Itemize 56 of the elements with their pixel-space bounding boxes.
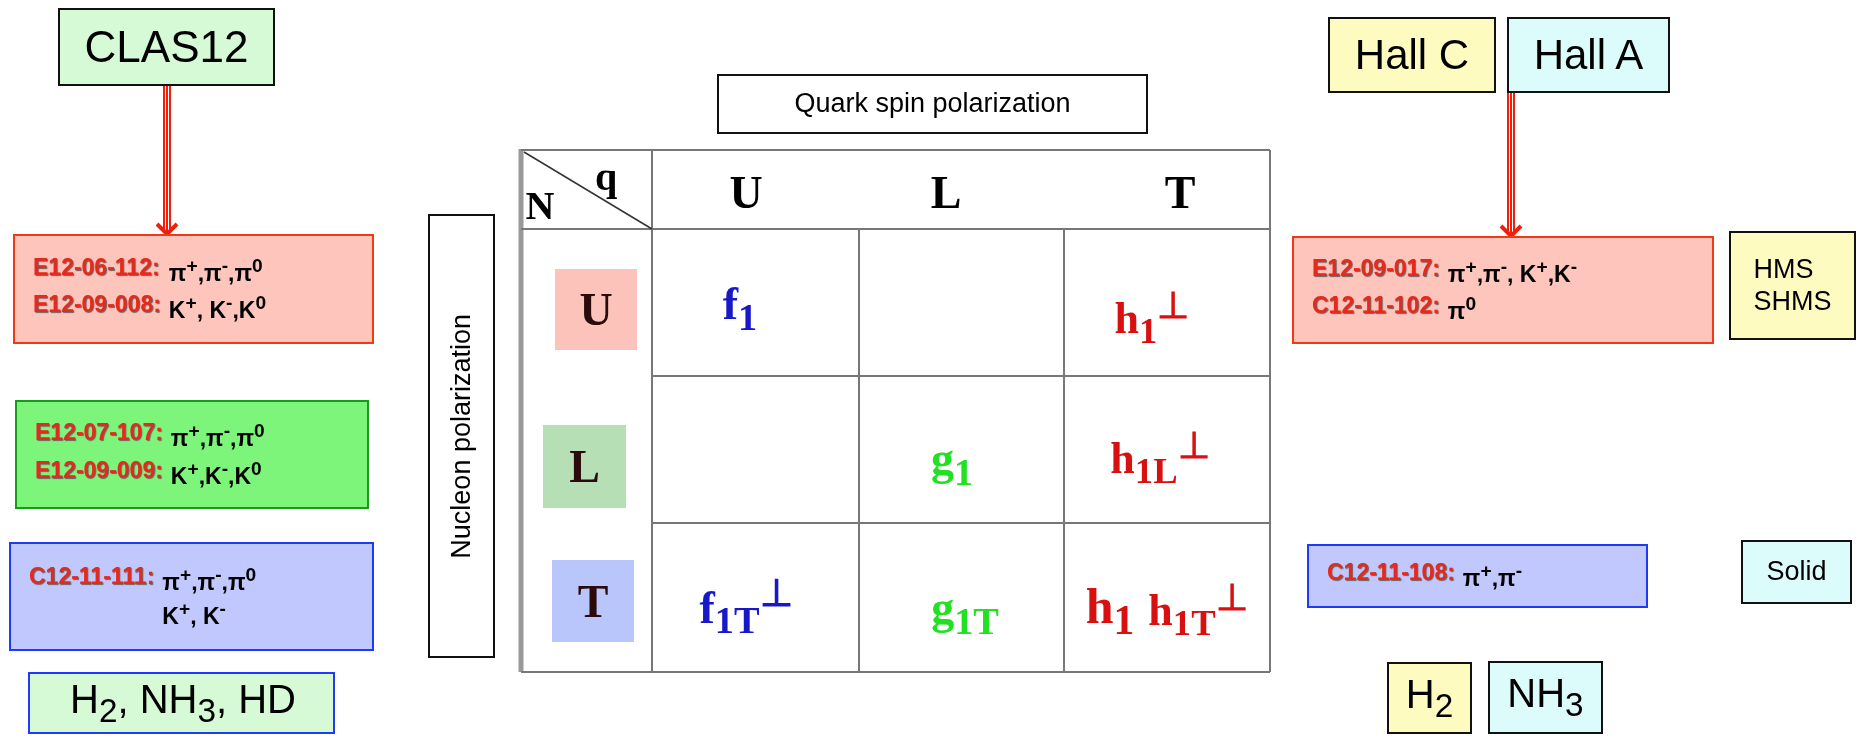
experiment-number: E12-09-017: xyxy=(1312,254,1440,282)
experiment-box xyxy=(1292,236,1714,344)
particle-list: π$^{+}$,π$^{-}$,π$^{0}$ xyxy=(168,253,267,287)
particle-list: π$^{+}$,π$^{-}$,π$^{0}$ xyxy=(170,419,265,453)
experiment-box xyxy=(13,234,374,344)
particle-list: π$^{0}$ xyxy=(1447,292,1577,326)
row-heading: U xyxy=(579,283,613,336)
polarization-square xyxy=(552,560,634,642)
particle-list: π$^{+}$,π$^{-}$,π$^{0}$ K$^{+}$, K$^{-}$ xyxy=(162,563,281,630)
label-box xyxy=(1507,17,1670,93)
row-heading: T xyxy=(577,574,609,628)
experiment-box xyxy=(15,400,369,509)
experiment-number: E12-07-107: xyxy=(35,419,163,447)
particle-list: π$^{+}$,π$^{-}$, K$^{+}$,K$^{-}$ xyxy=(1447,254,1577,288)
label-box xyxy=(1328,17,1496,93)
node-text: Solid xyxy=(1766,556,1827,588)
experiment-number: E12-09-008: xyxy=(33,291,161,318)
particle-list: K$^{+}$,K$^{-}$,K$^{0}$ xyxy=(170,456,265,490)
label-box xyxy=(717,74,1148,134)
distribution-symbol: g$_{1}$ xyxy=(930,432,974,494)
node-text: H$_{2}$, NH$_{3}$, HD xyxy=(70,675,296,731)
node-text: Quark spin polarization xyxy=(794,88,1071,120)
corner-label: q xyxy=(594,152,618,200)
particle-list: π$^{+}$,π$^{-}$ xyxy=(1462,559,1523,593)
experiment-box xyxy=(9,542,374,651)
row-heading: L xyxy=(569,440,600,493)
experiment-box xyxy=(1307,544,1648,608)
distribution-symbol: h$_{1}$ xyxy=(1085,576,1135,644)
node-text: NH$_{3}$ xyxy=(1507,670,1584,725)
particle-list: K$^{+}$, K$^{-}$,K$^{0}$ xyxy=(168,291,267,325)
label-box xyxy=(28,672,335,734)
label-box xyxy=(428,214,495,658)
column-heading: T xyxy=(1164,165,1196,219)
polarization-square xyxy=(543,425,626,508)
column-heading: L xyxy=(930,165,962,219)
label-box xyxy=(58,8,275,86)
experiment-number: C12-11-111: xyxy=(29,563,155,591)
label-box xyxy=(1387,662,1472,734)
distribution-symbol: g$_{1T}$ xyxy=(931,581,999,643)
experiment-number: C12-11-108: xyxy=(1327,559,1455,587)
axis-title: Nucleon polarization xyxy=(446,313,477,559)
experiment-number: C12-11-102: xyxy=(1312,292,1440,319)
node-text: CLAS12 xyxy=(84,21,249,73)
experiment-number: E12-09-009: xyxy=(35,456,163,484)
node-text: Hall A xyxy=(1533,30,1644,80)
node-text: Hall C xyxy=(1354,30,1470,80)
polarization-square xyxy=(555,269,637,350)
label-box xyxy=(1488,661,1603,734)
node-text: HMS SHMS xyxy=(1753,254,1832,317)
node-text: H$_{2}$ xyxy=(1405,670,1454,726)
label-box xyxy=(1729,231,1856,340)
experiment-number: E12-06-112: xyxy=(33,253,161,281)
distribution-symbol: f$_{1}$ xyxy=(722,277,758,339)
corner-label: N xyxy=(525,181,555,229)
label-box xyxy=(1741,540,1852,604)
column-heading: U xyxy=(729,165,763,219)
